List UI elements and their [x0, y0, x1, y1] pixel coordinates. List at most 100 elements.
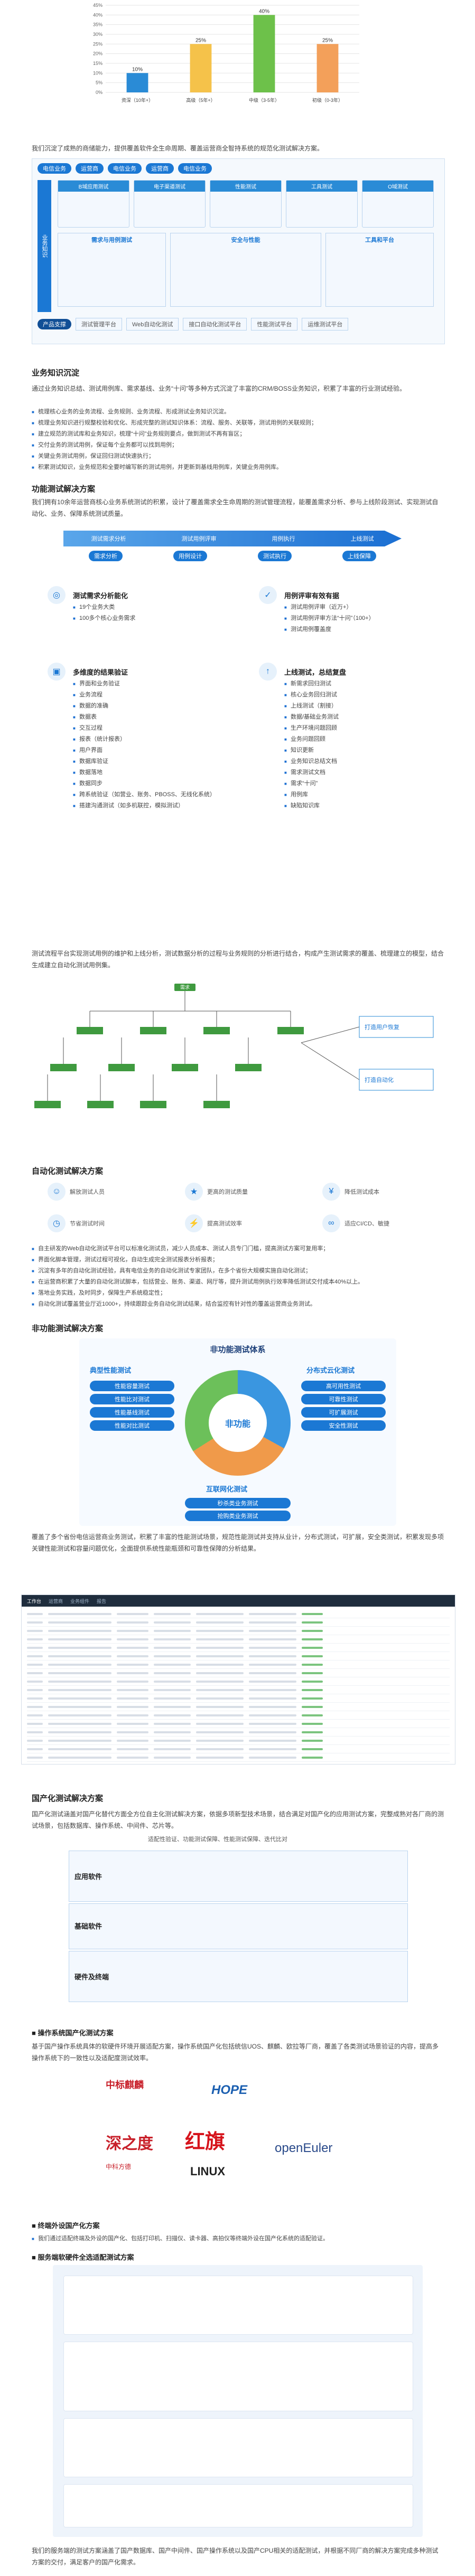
arch-mid-box: 需求与用例测试	[58, 233, 166, 307]
table-row[interactable]	[27, 1686, 450, 1694]
table-row[interactable]	[27, 1703, 450, 1711]
table-row[interactable]	[27, 1652, 450, 1660]
clock-icon: ◷	[48, 1214, 66, 1232]
table-cell	[27, 1655, 43, 1657]
arch-bottom-item: 接口自动化测试平台	[183, 318, 247, 331]
stack-row: 基础软件	[69, 1903, 408, 1949]
logo-openeuler: openEuler	[275, 2141, 333, 2155]
table-cell	[117, 1629, 148, 1632]
table-cell	[117, 1621, 148, 1624]
nonfunctional-paragraph: 覆盖了多个省份电信运营商业务测试，积累了丰富的性能测试场景，规范性能测试并支持从…	[32, 1533, 444, 1552]
table-cell	[154, 1621, 191, 1624]
analysis-icon: ◎	[48, 586, 66, 604]
bar-value-label: 40%	[259, 8, 269, 14]
table-cell	[27, 1680, 43, 1683]
table-cell	[117, 1655, 148, 1657]
os-title: ■ 操作系统国产化测试方案	[32, 2029, 114, 2037]
x-tick-label: 资深（10年+）	[122, 97, 153, 103]
table-cell	[196, 1621, 244, 1624]
table-cell	[154, 1612, 191, 1615]
table-row[interactable]	[27, 1635, 450, 1644]
arch-tab: 电信业务	[108, 163, 142, 174]
logo-redflag: 红旗	[185, 2131, 226, 2153]
table-row[interactable]	[27, 1711, 450, 1720]
stack-row: 应用软件	[69, 1851, 408, 1902]
flow-substep: 测试执行	[258, 551, 292, 561]
app-tab[interactable]: 运营商	[49, 1598, 63, 1604]
card-item: 测试用例评审（近万+）	[284, 602, 375, 613]
card-item: 数据库验证	[73, 756, 231, 767]
app-tab[interactable]: 工作台	[27, 1598, 42, 1604]
table-row[interactable]	[27, 1644, 450, 1652]
table-cell	[196, 1680, 244, 1683]
app-table	[22, 1607, 455, 1765]
table-cell	[48, 1638, 111, 1640]
table-row[interactable]	[27, 1610, 450, 1618]
table-cell	[249, 1663, 296, 1666]
card-item: 业务问题回顾	[284, 734, 432, 745]
table-cell	[249, 1739, 296, 1742]
card-list: 界面和业务验证 业务流程 数据的准确 数据表 交互过程 报表（统计报表） 用户界…	[73, 678, 231, 812]
table-cell	[154, 1756, 191, 1759]
arch-group: 工具测试	[286, 180, 358, 228]
benefit-item: ★更高的测试质量	[185, 1183, 248, 1201]
table-cell	[27, 1688, 43, 1691]
tree-label: 打造自动化	[365, 1077, 394, 1083]
table-cell	[117, 1705, 148, 1708]
arch-middle: 需求与用例测试 安全与性能 工具和平台	[58, 233, 434, 307]
x-tick-label: 中级（3-5年）	[249, 97, 280, 103]
table-cell	[249, 1705, 296, 1708]
table-cell	[117, 1739, 148, 1742]
benefit-item: ∞适应CI/CD、敏捷	[322, 1214, 389, 1232]
table-cell	[154, 1714, 191, 1716]
flow-arrow: 测试需求分析 测试用例评审 用例执行 上线测试	[63, 531, 402, 546]
table-cell	[27, 1731, 43, 1733]
server-paragraph: 我们的服务端的测试方案涵盖了国产数据库、国产中间件、国产操作系统以及国产CPU相…	[32, 2547, 439, 2566]
table-row[interactable]	[27, 1660, 450, 1669]
stack-row-label: 基础软件	[74, 1922, 103, 1930]
card-item: 需求“十问”	[284, 778, 432, 789]
table-cell	[302, 1688, 323, 1691]
table-cell	[48, 1655, 111, 1657]
app-tab[interactable]: 报告	[97, 1598, 107, 1604]
arch-group: O域测试	[362, 180, 434, 228]
bullet-item: 落地业务实践，及时同步，保障生产系统稳定性；	[32, 1288, 444, 1299]
table-cell	[302, 1655, 323, 1657]
launch-icon: ↑	[259, 663, 277, 681]
table-cell	[48, 1646, 111, 1649]
table-row[interactable]	[27, 1737, 450, 1745]
card-title: 上线测试，总结复盘	[284, 668, 347, 676]
app-topbar: 工作台 运营商 业务组件 报告	[22, 1595, 455, 1607]
table-row[interactable]	[27, 1720, 450, 1728]
table-cell	[154, 1638, 191, 1640]
table-cell	[249, 1688, 296, 1691]
bar-value-label: 25%	[322, 37, 333, 43]
table-row[interactable]	[27, 1669, 450, 1677]
table-cell	[27, 1663, 43, 1666]
table-row[interactable]	[27, 1728, 450, 1737]
table-row[interactable]	[27, 1745, 450, 1753]
table-cell	[154, 1646, 191, 1649]
table-row[interactable]	[27, 1694, 450, 1703]
card-list: 测试用例评审（近万+） 测试用例评审方法“十问”（100+） 测试用例覆盖度	[284, 602, 375, 635]
table-row[interactable]	[27, 1627, 450, 1635]
bar-chart: 0%5%10%15%20%25%30%35%40%45%10%资深（10年+）2…	[85, 0, 370, 108]
y-tick-label: 10%	[93, 70, 103, 76]
table-cell	[48, 1663, 111, 1666]
table-cell	[48, 1688, 111, 1691]
card-list: 19个业务大类 100多个核心业务需求	[73, 602, 135, 624]
bullet-item: 建立规范的测试库和业务知识，梳理“十问”业务规则要点，做到测试不再有盲区；	[32, 429, 444, 440]
card-item: 生产环境问题回顾	[284, 723, 432, 734]
bullet-item: 积累测试知识，业务规范和全要时编写新的测试用例，并更新到基线用例库，关键业务用例…	[32, 462, 444, 473]
logo-linux: LINUX	[190, 2165, 225, 2178]
table-row[interactable]	[27, 1753, 450, 1762]
functional-paragraph-2: 测试流程平台实现测试用例的维护和上线分析，测试数据分析的过程与业务规则的分析进行…	[32, 950, 444, 969]
table-row[interactable]	[27, 1677, 450, 1686]
server-title: ■ 服务端软硬件全选适配测试方案	[32, 2253, 134, 2261]
table-cell	[302, 1621, 323, 1624]
table-row[interactable]	[27, 1618, 450, 1627]
card-title: 用例评审有效有据	[284, 592, 340, 600]
table-cell	[196, 1714, 244, 1716]
app-tab[interactable]: 业务组件	[70, 1598, 90, 1604]
bar-value-label: 10%	[132, 67, 143, 72]
